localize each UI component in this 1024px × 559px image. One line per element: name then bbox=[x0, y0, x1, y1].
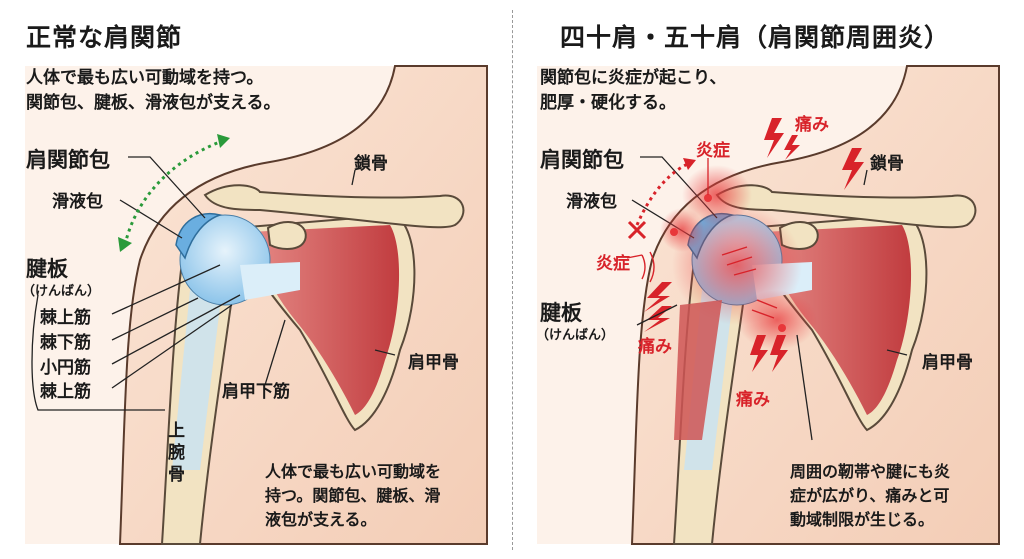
panel-divider bbox=[512, 10, 513, 550]
label-rotator-cuff: 腱板 bbox=[26, 257, 68, 281]
label-clavicle: 鎖骨 bbox=[354, 154, 388, 174]
label-inflammation-top: 炎症 bbox=[696, 141, 730, 161]
label-pain-side: 痛み bbox=[638, 337, 672, 357]
label-bursa: 滑液包 bbox=[52, 192, 103, 212]
normal-description-line-2: 関節包、腱板、滑液包が支える。 bbox=[26, 93, 281, 113]
frozen-shoulder-anatomy bbox=[536, 65, 1000, 545]
frozen-note-line-1: 周囲の靭帯や腱にも炎 bbox=[790, 462, 951, 481]
label-supraspinatus-2: 棘上筋 bbox=[40, 382, 91, 402]
label-scapula-2: 肩甲骨 bbox=[922, 353, 973, 373]
label-inflammation-side: 炎症 bbox=[596, 254, 630, 274]
label-rotator-cuff-reading-2: （けんばん） bbox=[536, 328, 615, 343]
range-of-motion-arrow bbox=[118, 134, 230, 252]
pain-bolt-icons bbox=[644, 118, 864, 372]
label-rotator-cuff-inflamed: 腱板 bbox=[540, 301, 582, 325]
label-pain-top: 痛み bbox=[795, 115, 829, 135]
label-subscapularis: 肩甲下筋 bbox=[222, 382, 290, 402]
normal-description-line-1: 人体で最も広い可動域を持つ。 bbox=[26, 68, 264, 88]
label-scapula: 肩甲骨 bbox=[408, 353, 459, 373]
frozen-shoulder-title: 四十肩・五十肩（肩関節周囲炎） bbox=[560, 23, 951, 52]
label-humerus: 上腕骨 bbox=[168, 421, 185, 485]
label-joint-capsule-inflamed: 肩関節包 bbox=[540, 148, 624, 172]
normal-shoulder-title: 正常な肩関節 bbox=[26, 23, 183, 52]
label-pain-bottom: 痛み bbox=[736, 390, 770, 410]
normal-note-line-2: 持つ。関節包、腱板、滑 bbox=[265, 486, 441, 505]
normal-note-line-1: 人体で最も広い可動域を bbox=[265, 462, 442, 481]
label-clavicle-2: 鎖骨 bbox=[870, 154, 904, 174]
frozen-note-line-2: 症が広がり、痛みと可 bbox=[790, 486, 950, 505]
label-supraspinatus: 棘上筋 bbox=[40, 308, 91, 328]
frozen-description-line-1: 関節包に炎症が起こり、 bbox=[540, 68, 727, 88]
frozen-description-line-2: 肥厚・硬化する。 bbox=[540, 93, 676, 113]
label-infraspinatus: 棘下筋 bbox=[40, 333, 91, 353]
label-rotator-cuff-reading: （けんばん） bbox=[22, 284, 101, 299]
label-bursa-inflamed: 滑液包 bbox=[566, 192, 617, 212]
frozen-note-line-3: 動域制限が生じる。 bbox=[790, 510, 935, 529]
normal-note-line-3: 液包が支える。 bbox=[265, 510, 377, 529]
label-teres-minor: 小円筋 bbox=[40, 358, 91, 378]
left-label-lines bbox=[31, 264, 286, 411]
label-joint-capsule: 肩関節包 bbox=[26, 148, 110, 172]
